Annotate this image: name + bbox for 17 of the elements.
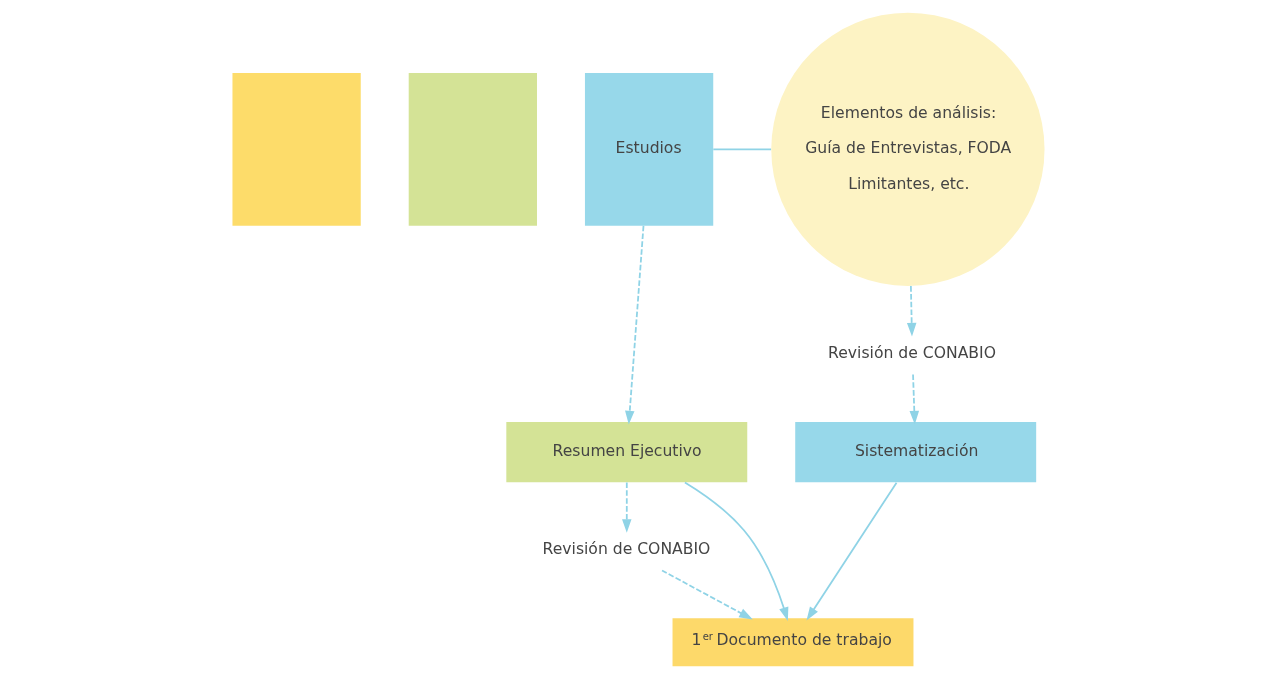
node-box: Sistematización (794, 422, 1036, 483)
node-circle: Elementos de análisis: Guía de Entrevistas, FODA Limitantes, etc. (770, 12, 1045, 286)
node-box (408, 72, 537, 226)
node-box (231, 72, 361, 226)
node-box: 1$^{er}$ Documento de trabajo (672, 618, 913, 667)
arrow (683, 481, 788, 621)
arrow (909, 373, 919, 425)
arrow (660, 569, 753, 620)
arrow (906, 285, 916, 337)
arrow (624, 225, 644, 425)
connector (711, 148, 772, 151)
arrow (621, 481, 632, 533)
node-box: Resumen Ejecutivo (505, 422, 747, 483)
node-text: Revisión de CONABIO (827, 344, 996, 363)
arrow (806, 481, 897, 621)
node-box: Estudios (584, 72, 713, 226)
node-text: Revisión de CONABIO (542, 540, 710, 559)
